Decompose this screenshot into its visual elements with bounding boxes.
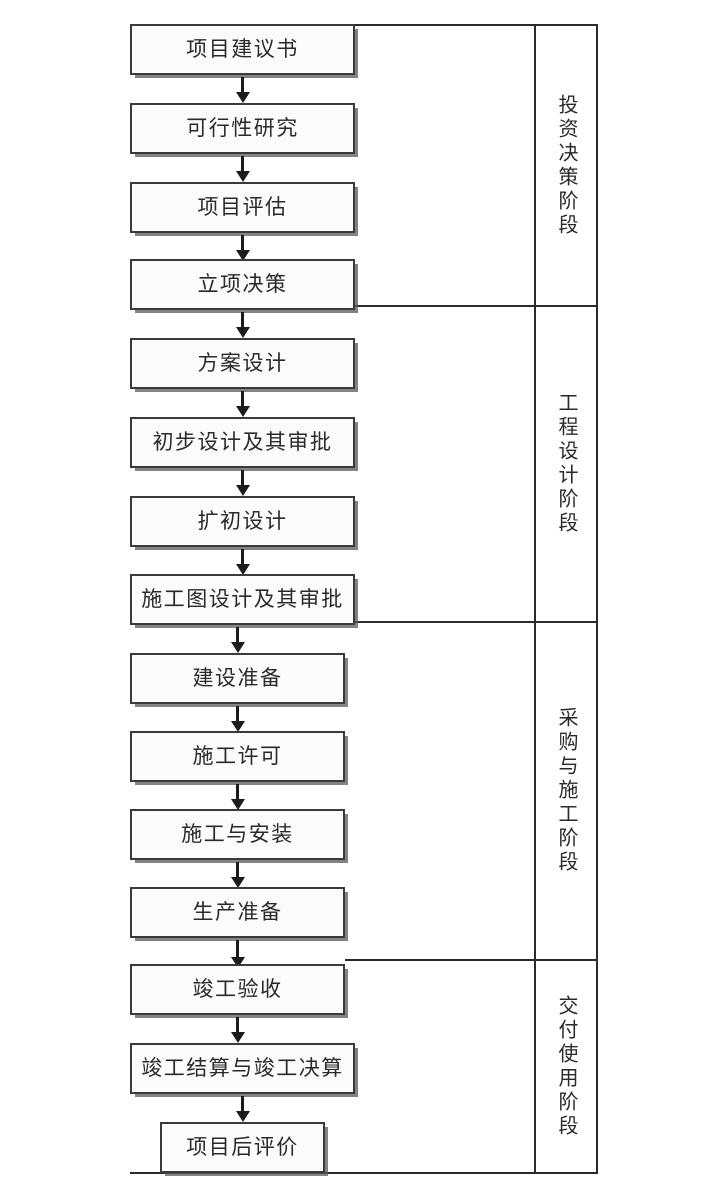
stage-cell-investment-decision: 投资决策阶段 (536, 26, 596, 305)
node-project-proposal[interactable]: 项目建议书 (130, 24, 355, 75)
stage-divider-3 (345, 959, 598, 961)
stage-cell-delivery-use: 交付使用阶段 (536, 961, 596, 1172)
stage-label-delivery-use: 交付使用阶段 (555, 994, 577, 1139)
stage-label-procurement-construction: 采购与施工阶段 (555, 707, 577, 875)
node-label: 立项决策 (197, 272, 288, 296)
node-construction-permit[interactable]: 施工许可 (130, 731, 345, 782)
arrow-13-to-14 (236, 1017, 239, 1033)
node-label: 施工图设计及其审批 (141, 587, 344, 611)
arrow-11-to-12 (236, 862, 239, 878)
node-construction-drawing-design-approval[interactable]: 施工图设计及其审批 (130, 574, 355, 625)
arrow-5-to-6 (241, 391, 244, 407)
stage-divider-1 (355, 305, 598, 307)
arrow-2-to-3 (241, 156, 244, 172)
stage-cell-engineering-design: 工程设计阶段 (536, 307, 596, 621)
arrow-7-to-8 (241, 549, 244, 565)
arrow-8-to-9 (236, 627, 239, 643)
stage-cell-procurement-construction: 采购与施工阶段 (536, 623, 596, 959)
node-production-preparation[interactable]: 生产准备 (130, 887, 345, 938)
node-label: 初步设计及其审批 (152, 430, 333, 454)
node-label: 项目评估 (197, 195, 288, 219)
node-label: 施工与安装 (181, 822, 294, 846)
node-feasibility-study[interactable]: 可行性研究 (130, 103, 355, 154)
node-label: 项目建议书 (186, 37, 299, 61)
node-label: 方案设计 (197, 351, 288, 375)
node-label: 项目后评价 (186, 1135, 299, 1159)
frame-top-border (130, 24, 598, 26)
arrow-4-to-5 (241, 312, 244, 328)
node-label: 施工许可 (192, 744, 283, 768)
stage-label-investment-decision: 投资决策阶段 (555, 93, 577, 238)
node-label: 竣工验收 (192, 977, 283, 1001)
node-label: 扩初设计 (197, 509, 288, 533)
arrow-9-to-10 (236, 706, 239, 722)
frame-right-border (596, 24, 598, 1174)
stage-column-divider (534, 24, 536, 1174)
stage-label-engineering-design: 工程设计阶段 (555, 392, 577, 536)
arrow-10-to-11 (236, 784, 239, 800)
node-preliminary-design-approval[interactable]: 初步设计及其审批 (130, 417, 355, 468)
arrow-6-to-7 (241, 470, 244, 486)
node-project-evaluation[interactable]: 项目评估 (130, 182, 355, 233)
node-extended-preliminary-design[interactable]: 扩初设计 (130, 496, 355, 547)
node-label: 建设准备 (192, 666, 283, 690)
arrow-14-to-15 (241, 1096, 244, 1112)
node-construction-preparation[interactable]: 建设准备 (130, 653, 345, 704)
node-completion-acceptance[interactable]: 竣工验收 (130, 964, 345, 1015)
arrow-1-to-2 (241, 77, 244, 93)
node-label: 可行性研究 (186, 116, 299, 140)
arrow-12-to-13 (236, 940, 239, 958)
node-scheme-design[interactable]: 方案设计 (130, 338, 355, 389)
node-completion-settlement-and-final-account[interactable]: 竣工结算与竣工决算 (130, 1043, 355, 1094)
arrow-3-to-4 (241, 235, 244, 251)
node-label: 竣工结算与竣工决算 (141, 1056, 344, 1080)
node-project-approval-decision[interactable]: 立项决策 (130, 259, 355, 310)
node-label: 生产准备 (192, 900, 283, 924)
node-construction-and-installation[interactable]: 施工与安装 (130, 809, 345, 860)
stage-divider-2 (345, 621, 598, 623)
frame-bottom-border (130, 1172, 598, 1174)
node-post-project-evaluation[interactable]: 项目后评价 (160, 1122, 325, 1173)
